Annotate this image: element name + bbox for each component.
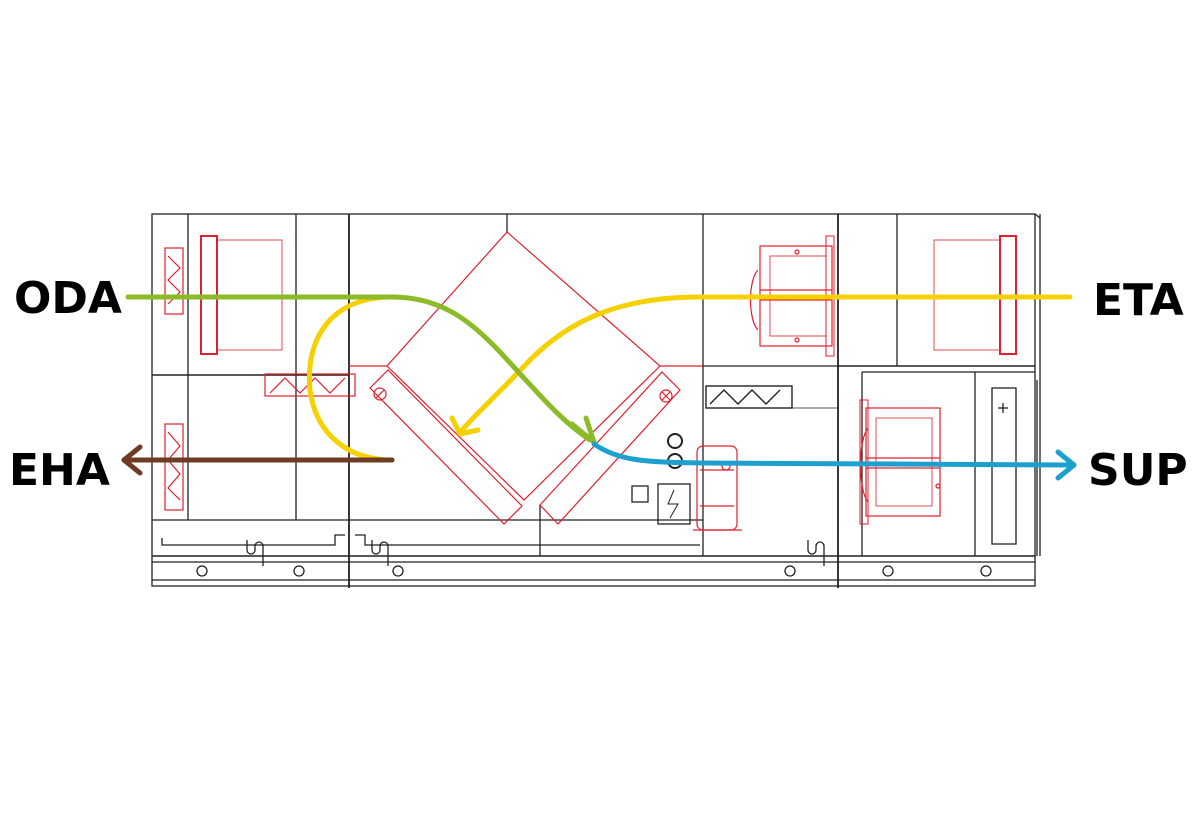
exhaust-air-flow — [121, 444, 395, 476]
oda-label: ODA — [14, 273, 122, 324]
unit-components — [164, 231, 1017, 531]
sup-label: SUP — [1088, 445, 1188, 496]
supply-air-flow — [591, 441, 1077, 481]
unit-casing — [151, 213, 1041, 588]
coil-block — [705, 385, 838, 409]
eha-label: EHA — [9, 445, 110, 496]
extract-air-flow — [306, 294, 1073, 463]
eta-label: ETA — [1093, 275, 1184, 326]
